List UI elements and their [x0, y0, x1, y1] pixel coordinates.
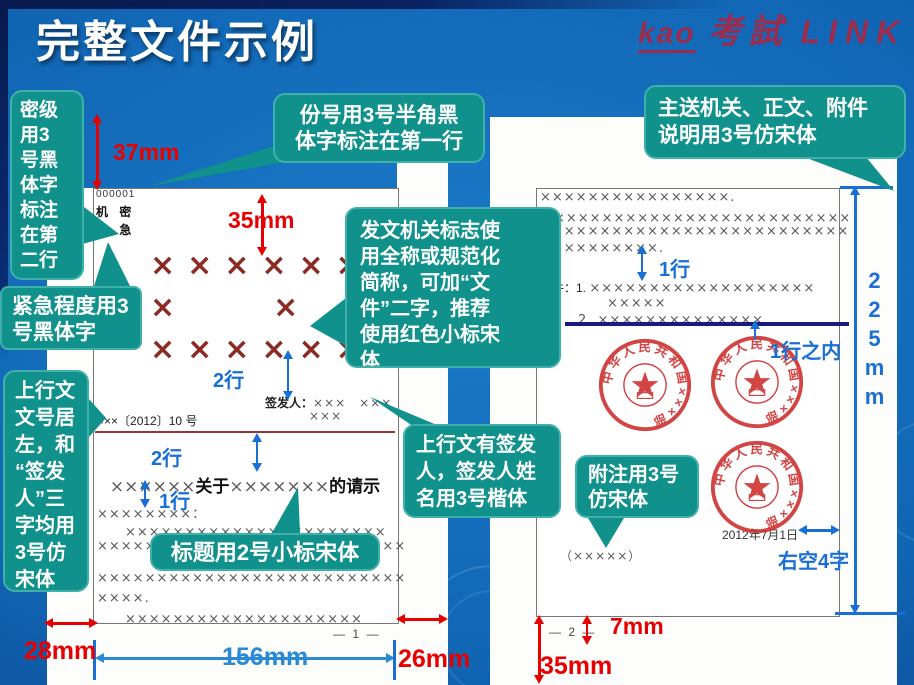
attachment-text: ×××××××××××××××××××	[589, 281, 816, 296]
callout-tail	[804, 157, 894, 191]
body-line: ××××.	[97, 591, 150, 606]
callout-security-note: 密级 用3 号黑 体字 标注 在第 二行	[10, 90, 84, 280]
seal-position-line	[565, 322, 849, 326]
label-2rows-b: 2行	[151, 448, 183, 470]
callout-title-note: 标题用2号小标宋体	[150, 533, 380, 571]
callout-signer-note: 上行文有签发 人，签发人姓 名用3号楷体	[403, 424, 561, 518]
label-1row-left: 1行	[159, 491, 191, 513]
arrow-1row-right	[637, 245, 647, 281]
arrow-1row-within	[750, 320, 760, 340]
body-line: ××××××××××××××××.	[540, 190, 736, 205]
arrow-156mm-left-cap	[93, 640, 96, 680]
page2-number: — 2 —	[549, 625, 597, 639]
official-seal	[597, 338, 693, 433]
doc-date: 2012年7月1日	[722, 528, 799, 542]
callout-tail	[310, 298, 346, 346]
arrow-156mm	[95, 653, 395, 663]
body-line: ×××××××××××××××××××××××××	[540, 211, 852, 226]
logo-kao: kao	[638, 17, 696, 53]
callout-tail	[150, 142, 286, 186]
callout-tail	[88, 398, 106, 438]
arrow-156mm-right-cap	[393, 640, 396, 680]
callout-tail	[94, 242, 130, 286]
label-1row-within: 1行之内	[770, 341, 842, 363]
top-strip-decoration	[0, 0, 914, 9]
label-right-space: 右空4字	[778, 551, 850, 573]
salutation: ××××××××：	[97, 507, 207, 522]
label-35mm-top: 35mm	[228, 207, 295, 233]
signer-label: 签发人：	[265, 396, 314, 410]
arrow-35mm-bottom	[534, 615, 544, 684]
left-strip-decoration	[0, 0, 8, 360]
label-35mm-bottom: 35mm	[540, 652, 613, 680]
signer-names: ××× ×××	[313, 396, 393, 410]
label-1row-right: 1行	[659, 259, 691, 281]
arrow-35mm-top	[257, 194, 267, 256]
callout-issuer-mark-note: 发文机关标志使 用全称或规范化 简称，可加“文 件”二字，推荐 使用红色小标宋 …	[345, 207, 561, 368]
label-26mm: 26mm	[398, 645, 471, 673]
body-line: ××××××××××××××××××××	[97, 612, 363, 627]
arrow-7mm	[582, 615, 592, 645]
label-37mm: 37mm	[113, 139, 180, 165]
arrow-28mm	[44, 618, 98, 628]
label-2rows-a: 2行	[213, 370, 245, 392]
label-225mm: 225mm	[862, 268, 887, 413]
arrow-225mm	[850, 186, 860, 614]
doc-number: ×××〔2012〕10 号	[97, 414, 198, 428]
arrow-37mm	[92, 114, 102, 190]
signer-name-2: ×××	[309, 409, 343, 423]
arrow-1row-left	[140, 480, 150, 508]
agency-name-row: ××××××	[150, 332, 373, 367]
label-28mm: 28mm	[24, 637, 97, 665]
logo-link: LINK	[800, 14, 908, 50]
doc-title-x1: ××××××	[109, 477, 196, 497]
doc-title: ××××××关于×××××××的请示	[93, 472, 397, 497]
arrow-right-space	[798, 525, 840, 535]
attachment-line2: ×××××	[607, 296, 667, 311]
arrow-225mm-bottom-cap	[835, 612, 905, 615]
body-line: ××××××××××.	[540, 241, 665, 256]
arrow-225mm-top-cap	[840, 186, 893, 189]
arrow-2rows-a	[283, 350, 293, 400]
label-156mm: 156mm	[222, 643, 309, 671]
official-seal	[709, 440, 805, 535]
logo-zh: 考試	[708, 13, 789, 51]
copy-serial-number: 000001	[96, 189, 136, 200]
callout-urgency-note: 紧急程度用3 号黑体字	[0, 286, 142, 350]
doc-note: （×××××）	[560, 549, 642, 563]
callout-tail	[75, 200, 119, 246]
body-line: ××××××××××××××××××××××××××	[97, 571, 407, 586]
arrow-26mm	[396, 614, 448, 624]
doc-title-t2: 的请示	[329, 477, 381, 496]
agency-name-row: ××××××	[150, 248, 373, 283]
page-title: 完整文件示例	[36, 18, 318, 67]
doc-title-x2: ×××××××	[229, 477, 330, 497]
callout-copy-number-note: 份号用3号半角黑 体字标注在第一行	[273, 93, 485, 163]
body-line: ××××××××××××××××××××××××××	[540, 224, 850, 239]
red-separator-line	[95, 431, 395, 433]
callout-tail	[272, 487, 300, 533]
callout-doc-number-note: 上行文 文号居 左，和 “签发 人”三 字均用 3号仿 宋体	[3, 370, 89, 592]
page1-number: — 1 —	[333, 627, 381, 641]
callout-recipient-note: 主送机关、正文、附件 说明用3号仿宋体	[644, 85, 906, 159]
callout-tail	[588, 518, 624, 548]
security-classification: 机 密	[96, 205, 136, 219]
label-7mm: 7mm	[610, 613, 664, 639]
doc-title-t1: 关于	[195, 477, 230, 496]
callout-note-note: 附注用3号 仿宋体	[575, 455, 699, 518]
signer-line: 签发人：××× ×××	[265, 394, 392, 411]
brand-logo: kao 考試 LINK	[638, 4, 907, 53]
arrow-2rows-b	[252, 433, 262, 472]
